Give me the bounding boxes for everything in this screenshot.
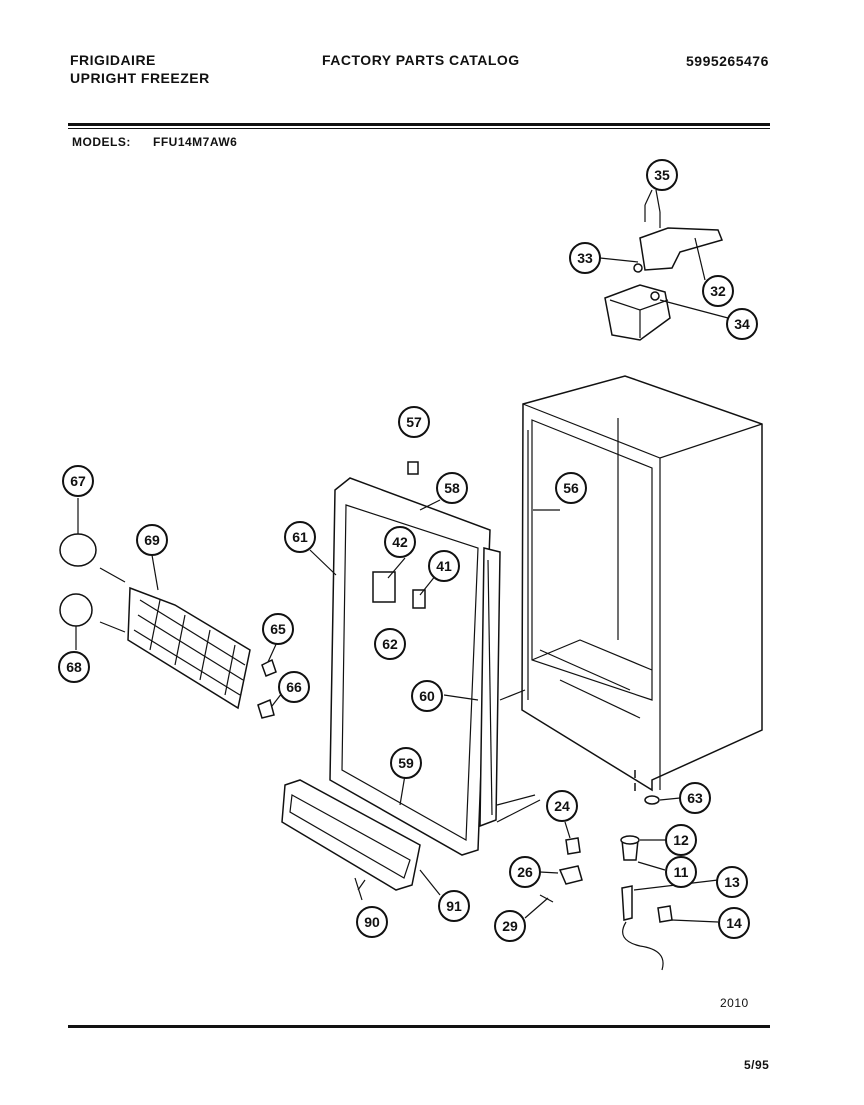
callout-66: 66	[278, 671, 310, 703]
callout-56: 56	[555, 472, 587, 504]
svg-text:65: 65	[270, 621, 286, 637]
callout-65: 65	[262, 613, 294, 645]
svg-text:13: 13	[724, 874, 740, 890]
svg-text:32: 32	[710, 283, 726, 299]
footer-date: 5/95	[744, 1058, 770, 1072]
svg-text:42: 42	[392, 534, 408, 550]
catalog-title: FACTORY PARTS CATALOG	[322, 52, 520, 68]
callout-34: 34	[726, 308, 758, 340]
callout-62: 62	[374, 628, 406, 660]
svg-text:90: 90	[364, 914, 380, 930]
svg-text:57: 57	[406, 414, 422, 430]
callout-57: 57	[398, 406, 430, 438]
svg-text:66: 66	[286, 679, 302, 695]
svg-text:41: 41	[436, 558, 452, 574]
svg-text:59: 59	[398, 755, 414, 771]
basket-drawing	[59, 498, 283, 719]
svg-text:61: 61	[292, 529, 308, 545]
callout-29: 29	[494, 910, 526, 942]
header-rule-thin	[68, 128, 770, 129]
product-name: UPRIGHT FREEZER	[70, 70, 210, 86]
svg-text:56: 56	[563, 480, 579, 496]
svg-text:58: 58	[444, 480, 460, 496]
svg-text:68: 68	[66, 659, 82, 675]
callout-12: 12	[665, 824, 697, 856]
svg-text:69: 69	[144, 532, 160, 548]
callout-59: 59	[390, 747, 422, 779]
svg-text:26: 26	[517, 864, 533, 880]
figure-number: 2010	[720, 996, 749, 1010]
callout-13: 13	[716, 866, 748, 898]
callout-90: 90	[356, 906, 388, 938]
callout-68: 68	[58, 651, 90, 683]
callout-33: 33	[569, 242, 601, 274]
callout-67: 67	[62, 465, 94, 497]
svg-text:35: 35	[654, 167, 670, 183]
callout-61: 61	[284, 521, 316, 553]
svg-text:24: 24	[554, 798, 570, 814]
svg-text:63: 63	[687, 790, 703, 806]
svg-text:12: 12	[673, 832, 689, 848]
callout-11: 11	[665, 856, 697, 888]
catalog-number: 5995265476	[686, 53, 769, 69]
svg-text:62: 62	[382, 636, 398, 652]
svg-text:67: 67	[70, 473, 86, 489]
hinge-assembly-drawing	[599, 189, 729, 341]
callout-91: 91	[438, 890, 470, 922]
drain-parts-drawing	[524, 770, 719, 971]
svg-text:11: 11	[674, 864, 689, 880]
svg-text:33: 33	[577, 250, 593, 266]
callout-32: 32	[702, 275, 734, 307]
callout-35: 35	[646, 159, 678, 191]
models-value: FFU14M7AW6	[153, 135, 238, 149]
callout-60: 60	[411, 680, 443, 712]
kickplate-drawing	[281, 779, 441, 901]
svg-text:91: 91	[446, 898, 462, 914]
header-rule	[68, 123, 770, 126]
svg-text:14: 14	[726, 915, 742, 931]
svg-text:60: 60	[419, 688, 435, 704]
models-label: MODELS:	[72, 135, 131, 149]
door-drawing	[309, 461, 541, 856]
svg-text:34: 34	[734, 316, 750, 332]
callout-24: 24	[546, 790, 578, 822]
callout-26: 26	[509, 856, 541, 888]
cabinet-drawing	[521, 375, 763, 792]
callout-69: 69	[136, 524, 168, 556]
footer-rule	[68, 1025, 770, 1028]
callout-42: 42	[384, 526, 416, 558]
callout-58: 58	[436, 472, 468, 504]
callout-14: 14	[718, 907, 750, 939]
callout-63: 63	[679, 782, 711, 814]
svg-text:29: 29	[502, 918, 518, 934]
brand-name: FRIGIDAIRE	[70, 52, 156, 68]
callout-41: 41	[428, 550, 460, 582]
